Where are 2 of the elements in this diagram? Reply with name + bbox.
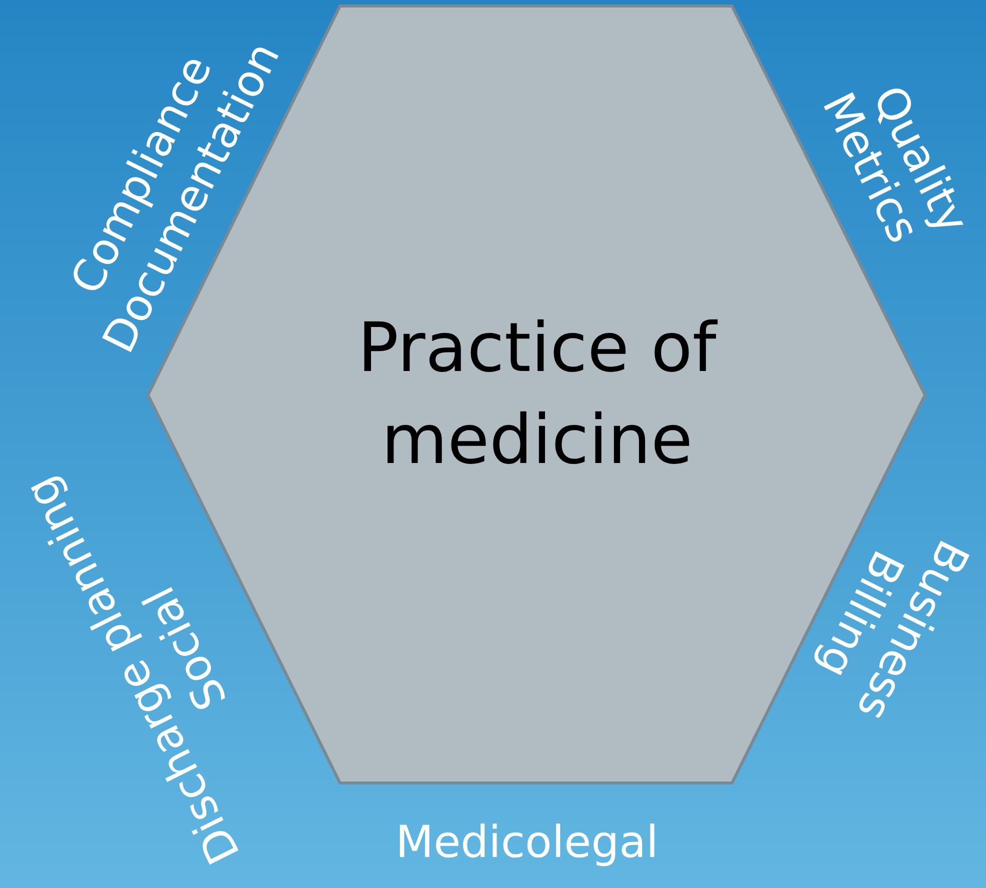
topic-label: Medicolegal: [396, 821, 658, 865]
center-title: Practice of medicine: [356, 308, 719, 482]
